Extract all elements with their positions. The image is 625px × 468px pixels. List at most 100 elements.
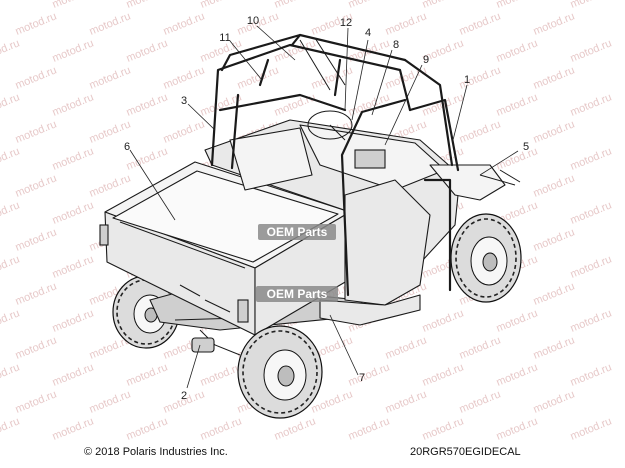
svg-text:OEM Parts: OEM Parts <box>267 225 328 239</box>
watermark-text: motod.ru <box>532 172 577 199</box>
diagram-code: 20RGR570EGIDECAL <box>410 446 521 458</box>
callout-9: 9 <box>423 54 429 66</box>
watermark-text: motod.ru <box>162 118 207 145</box>
leader-lines <box>129 25 519 389</box>
watermark-text: motod.ru <box>51 0 96 11</box>
watermark-text: motod.ru <box>0 415 21 442</box>
callout-11: 11 <box>219 32 230 44</box>
left-tail-light <box>99 224 109 246</box>
callout-4: 4 <box>365 27 371 39</box>
watermark-text: motod.ru <box>495 37 540 64</box>
watermark-text: motod.ru <box>88 10 133 37</box>
watermark-text: motod.ru <box>125 91 170 118</box>
callout-12: 12 <box>340 17 352 29</box>
watermark-text: motod.ru <box>125 0 170 11</box>
watermark-text: motod.ru <box>14 388 59 415</box>
cargo-box <box>99 161 353 336</box>
watermark-text: motod.ru <box>14 10 59 37</box>
watermark-text: motod.ru <box>51 37 96 64</box>
watermark-text: motod.ru <box>199 0 244 11</box>
watermark-text: motod.ru <box>458 10 503 37</box>
watermark-text: motod.ru <box>532 388 577 415</box>
watermark-text: motod.ru <box>14 226 59 253</box>
watermark-text: motod.ru <box>0 91 21 118</box>
watermark-text: motod.ru <box>14 280 59 307</box>
watermark-text: motod.ru <box>162 10 207 37</box>
watermark-text: motod.ru <box>51 199 96 226</box>
watermark-text: motod.ru <box>495 0 540 11</box>
watermark-text: motod.ru <box>569 361 614 388</box>
callout-1: 1 <box>464 74 470 86</box>
watermark-text: motod.ru <box>458 388 503 415</box>
watermark-text: motod.ru <box>532 226 577 253</box>
watermark-text: motod.ru <box>495 415 540 442</box>
callout-7: 7 <box>359 372 365 384</box>
watermark-text: motod.ru <box>199 415 244 442</box>
svg-text:OEM Parts: OEM Parts <box>267 287 328 301</box>
watermark-text: motod.ru <box>569 91 614 118</box>
trailer-hitch <box>191 337 215 353</box>
callout-5: 5 <box>523 141 529 153</box>
watermark-text: motod.ru <box>0 253 21 280</box>
watermark-text: motod.ru <box>0 0 21 11</box>
watermark-text: motod.ru <box>458 118 503 145</box>
watermark-text: motod.ru <box>421 307 466 334</box>
watermark-text: motod.ru <box>495 361 540 388</box>
watermark-text: motod.ru <box>51 91 96 118</box>
watermark-text: motod.ru <box>0 307 21 334</box>
watermark-text: motod.ru <box>125 145 170 172</box>
watermark-text: motod.ru <box>569 307 614 334</box>
steering-wheel <box>307 110 353 140</box>
gauge-cluster <box>354 149 386 169</box>
watermark-text: motod.ru <box>532 10 577 37</box>
callout-2: 2 <box>181 390 187 402</box>
callout-3: 3 <box>181 95 187 107</box>
watermark-text: motod.ru <box>51 361 96 388</box>
watermark-text: motod.ru <box>569 415 614 442</box>
cab-body <box>204 110 521 326</box>
watermark-text: motod.ru <box>347 0 392 11</box>
watermark-text: motod.ru <box>0 361 21 388</box>
watermark-text: motod.ru <box>495 307 540 334</box>
watermark-text: motod.ru <box>532 118 577 145</box>
watermark-text: motod.ru <box>421 361 466 388</box>
watermark-text: motod.ru <box>458 334 503 361</box>
roll-cage <box>210 33 460 297</box>
watermark-text: motod.ru <box>421 0 466 11</box>
callout-8: 8 <box>393 39 399 51</box>
watermark-text: motod.ru <box>88 172 133 199</box>
watermark-text: motod.ru <box>273 415 318 442</box>
watermark-text: motod.ru <box>347 415 392 442</box>
watermark-text: motod.ru <box>384 10 429 37</box>
watermark-text: motod.ru <box>0 145 21 172</box>
watermark-text: motod.ru <box>569 0 614 11</box>
rear-right-wheel <box>237 325 323 419</box>
watermark-text: motod.ru <box>569 145 614 172</box>
watermark-text: motod.ru <box>51 415 96 442</box>
front-right-wheel <box>450 213 522 303</box>
watermark-text: motod.ru <box>421 415 466 442</box>
watermark-text: motod.ru <box>125 361 170 388</box>
watermark-text: motod.ru <box>14 172 59 199</box>
watermark-text: motod.ru <box>273 0 318 11</box>
watermark-text: motod.ru <box>162 64 207 91</box>
watermark-text: motod.ru <box>14 118 59 145</box>
watermark-text: motod.ru <box>495 91 540 118</box>
rocker-panel <box>319 294 421 326</box>
watermark-text: motod.ru <box>569 37 614 64</box>
watermark-text: motod.ru <box>88 388 133 415</box>
vehicle-illustration: OEM Parts OEM Parts <box>99 33 522 419</box>
oem-parts-logo-2: OEM Parts <box>256 286 338 302</box>
watermark-text: motod.ru <box>384 388 429 415</box>
watermark-text: motod.ru <box>532 280 577 307</box>
watermark-text: motod.ru <box>14 334 59 361</box>
watermark-text: motod.ru <box>495 145 540 172</box>
watermark-text: motod.ru <box>125 415 170 442</box>
watermark-text: motod.ru <box>51 253 96 280</box>
watermark-text: motod.ru <box>0 37 21 64</box>
passenger-door <box>344 179 431 306</box>
right-tail-light <box>237 299 249 323</box>
watermark-text: motod.ru <box>569 199 614 226</box>
watermark-text: motod.ru <box>88 64 133 91</box>
